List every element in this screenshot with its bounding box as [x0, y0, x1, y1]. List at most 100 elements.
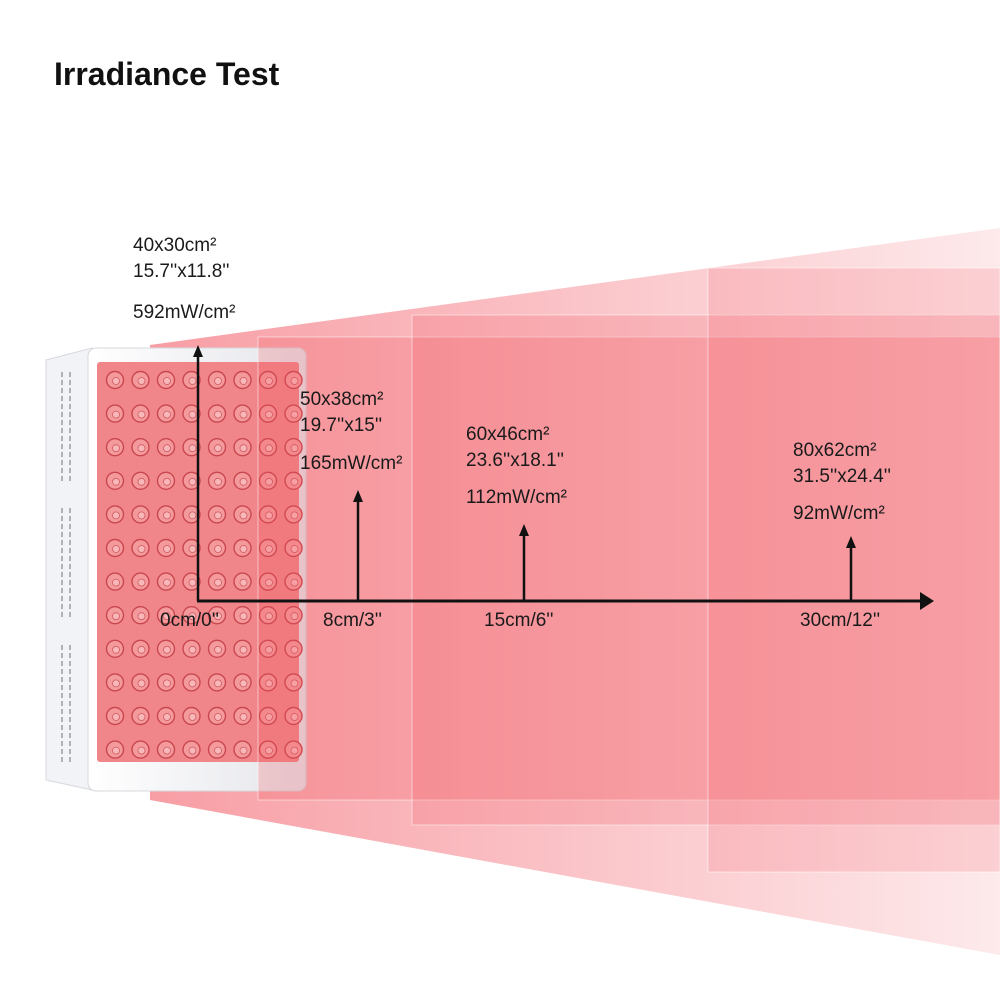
area-in-label-0: 15.7''x11.8'' — [133, 261, 230, 282]
led-lens — [188, 713, 197, 721]
led-lens — [239, 746, 248, 755]
area-in-label-1: 19.7''x15'' — [300, 415, 383, 436]
led-lens — [112, 578, 120, 587]
irradiance-arrowhead — [519, 524, 529, 536]
led-lens — [239, 477, 248, 486]
led-lens — [163, 645, 171, 654]
led-lens — [112, 377, 120, 385]
led-lens — [239, 545, 248, 553]
led-lens — [214, 377, 222, 385]
led-lens — [163, 612, 171, 621]
light-beam — [150, 228, 1000, 955]
led-lens — [239, 511, 248, 520]
led-lens — [112, 746, 120, 755]
led-lens — [290, 645, 299, 654]
led-lens — [239, 645, 248, 654]
led-lens — [265, 511, 273, 520]
led-lens — [290, 746, 299, 755]
led-lens — [137, 377, 146, 385]
led-lens — [163, 377, 171, 385]
led-lens — [112, 612, 120, 621]
led-lens — [239, 578, 248, 587]
led-lens — [163, 477, 171, 486]
led-lens — [137, 746, 146, 755]
led-lens — [163, 545, 171, 553]
led-lens — [137, 477, 146, 486]
led-lens — [112, 713, 120, 721]
led-lens — [163, 578, 171, 587]
led-lens — [163, 679, 171, 688]
illuminated-area-planes — [257, 267, 1000, 873]
area-cm-label-0: 40x30cm² — [133, 235, 217, 256]
led-lens — [265, 612, 273, 621]
illuminated-area-plane — [707, 267, 1000, 873]
led-lens — [163, 511, 171, 520]
led-lens — [137, 545, 146, 553]
illuminated-area-plane — [411, 314, 1000, 826]
led-lens — [265, 578, 273, 587]
led-lens — [112, 477, 120, 486]
led-lens — [214, 444, 222, 453]
led-lens — [112, 679, 120, 688]
led-lens — [290, 477, 299, 486]
led-lens — [188, 612, 197, 621]
led-lens — [290, 545, 299, 553]
distance-axis-arrowhead — [920, 592, 934, 610]
led-lens — [265, 645, 273, 654]
led-lens — [214, 713, 222, 721]
led-lens — [265, 410, 273, 419]
led-lens — [163, 713, 171, 721]
led-lens — [163, 444, 171, 453]
irradiance-label-2: 112mW/cm² — [466, 487, 567, 508]
led-lens — [214, 746, 222, 755]
led-lens — [290, 679, 299, 688]
led-lens — [239, 377, 248, 385]
led-lens — [188, 477, 197, 486]
led-lens — [265, 679, 273, 688]
led-lens — [265, 746, 273, 755]
illuminated-area-plane — [257, 336, 1000, 801]
led-lens — [214, 545, 222, 553]
distance-label-0: 0cm/0'' — [160, 610, 219, 631]
irradiance-arrows — [193, 345, 856, 601]
led-lens — [137, 444, 146, 453]
led-lens — [214, 410, 222, 419]
led-lens — [163, 410, 171, 419]
area-in-label-3: 31.5''x24.4'' — [793, 466, 891, 487]
irradiance-label-0: 592mW/cm² — [133, 302, 236, 323]
led-lens — [137, 612, 146, 621]
led-lens — [214, 511, 222, 520]
area-in-label-2: 23.6''x18.1'' — [466, 450, 564, 471]
led-lens — [137, 645, 146, 654]
led-lens — [188, 377, 197, 385]
led-lens — [188, 578, 197, 587]
led-lens — [239, 410, 248, 419]
led-lens — [290, 713, 299, 721]
led-lens — [265, 545, 273, 553]
led-lens — [188, 444, 197, 453]
led-lens — [137, 679, 146, 688]
led-lens — [112, 645, 120, 654]
led-lens — [188, 410, 197, 419]
area-cm-label-1: 50x38cm² — [300, 389, 384, 410]
irradiance-arrowhead — [353, 490, 363, 502]
led-lens — [265, 713, 273, 721]
led-lens — [188, 511, 197, 520]
led-lens — [112, 410, 120, 419]
led-array — [105, 370, 303, 759]
led-lens — [137, 410, 146, 419]
led-lens — [239, 713, 248, 721]
led-lens — [290, 377, 299, 385]
led-lens — [290, 612, 299, 621]
distance-label-3: 30cm/12'' — [800, 610, 881, 631]
led-lens — [265, 477, 273, 486]
led-lens — [265, 444, 273, 453]
led-lens — [290, 578, 299, 587]
distance-label-2: 15cm/6'' — [484, 610, 554, 631]
vent-slots — [61, 372, 71, 762]
led-lens — [239, 679, 248, 688]
page-title: Irradiance Test — [54, 56, 280, 92]
area-cm-label-3: 80x62cm² — [793, 440, 877, 461]
